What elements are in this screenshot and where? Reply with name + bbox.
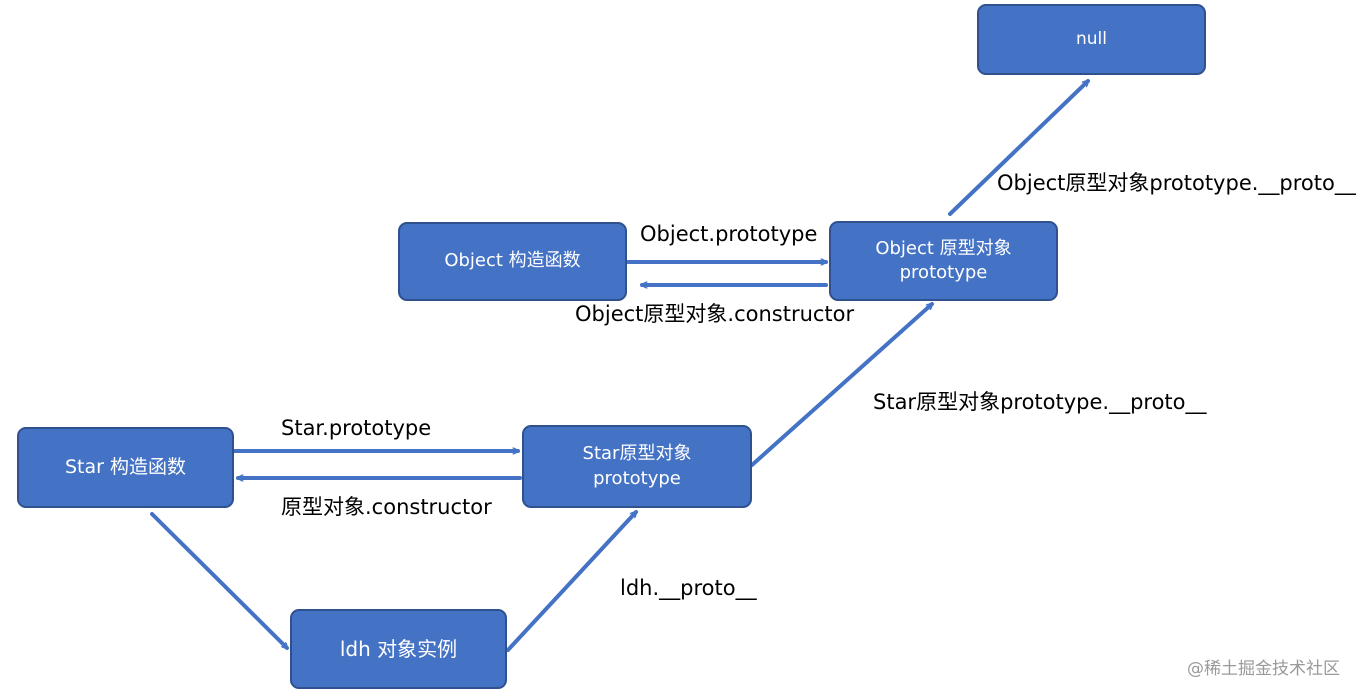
star-prototype-label-line2: prototype — [593, 467, 681, 489]
object-constructor-label: Object 构造函数 — [444, 250, 581, 272]
ldh-instance-node: ldh 对象实例 — [290, 609, 507, 689]
object-prototype-node: Object 原型对象 prototype — [829, 221, 1058, 301]
ldh-instance-label: ldh 对象实例 — [339, 636, 458, 661]
null-node: null — [977, 4, 1206, 75]
label-star-constructor: 原型对象.constructor — [281, 495, 492, 519]
star-prototype-node: Star原型对象 prototype — [522, 425, 752, 508]
object-prototype-label-line1: Object 原型对象 — [875, 237, 1012, 259]
label-star-prototype: Star.prototype — [281, 416, 432, 440]
arrow-ldh-to-star-proto — [506, 512, 636, 652]
star-prototype-label-line1: Star原型对象 — [582, 443, 692, 465]
label-object-proto-proto: Object原型对象prototype.__proto__ — [997, 171, 1356, 195]
arrow-star-ctor-to-ldh — [150, 512, 287, 648]
label-ldh-proto: ldh.__proto__ — [620, 576, 757, 600]
arrow-star-proto-to-object-proto — [750, 302, 932, 467]
label-star-proto-proto: Star原型对象prototype.__proto__ — [873, 390, 1207, 414]
label-object-constructor: Object原型对象.constructor — [575, 302, 855, 326]
star-constructor-label: Star 构造函数 — [64, 455, 186, 478]
object-prototype-label-line2: prototype — [899, 262, 988, 283]
arrow-object-proto-to-null — [948, 81, 1088, 216]
star-constructor-node: Star 构造函数 — [17, 427, 234, 508]
null-node-label: null — [1076, 29, 1107, 50]
label-object-prototype: Object.prototype — [640, 222, 818, 246]
watermark: @稀土掘金技术社区 — [1187, 659, 1340, 679]
object-constructor-node: Object 构造函数 — [398, 222, 627, 301]
